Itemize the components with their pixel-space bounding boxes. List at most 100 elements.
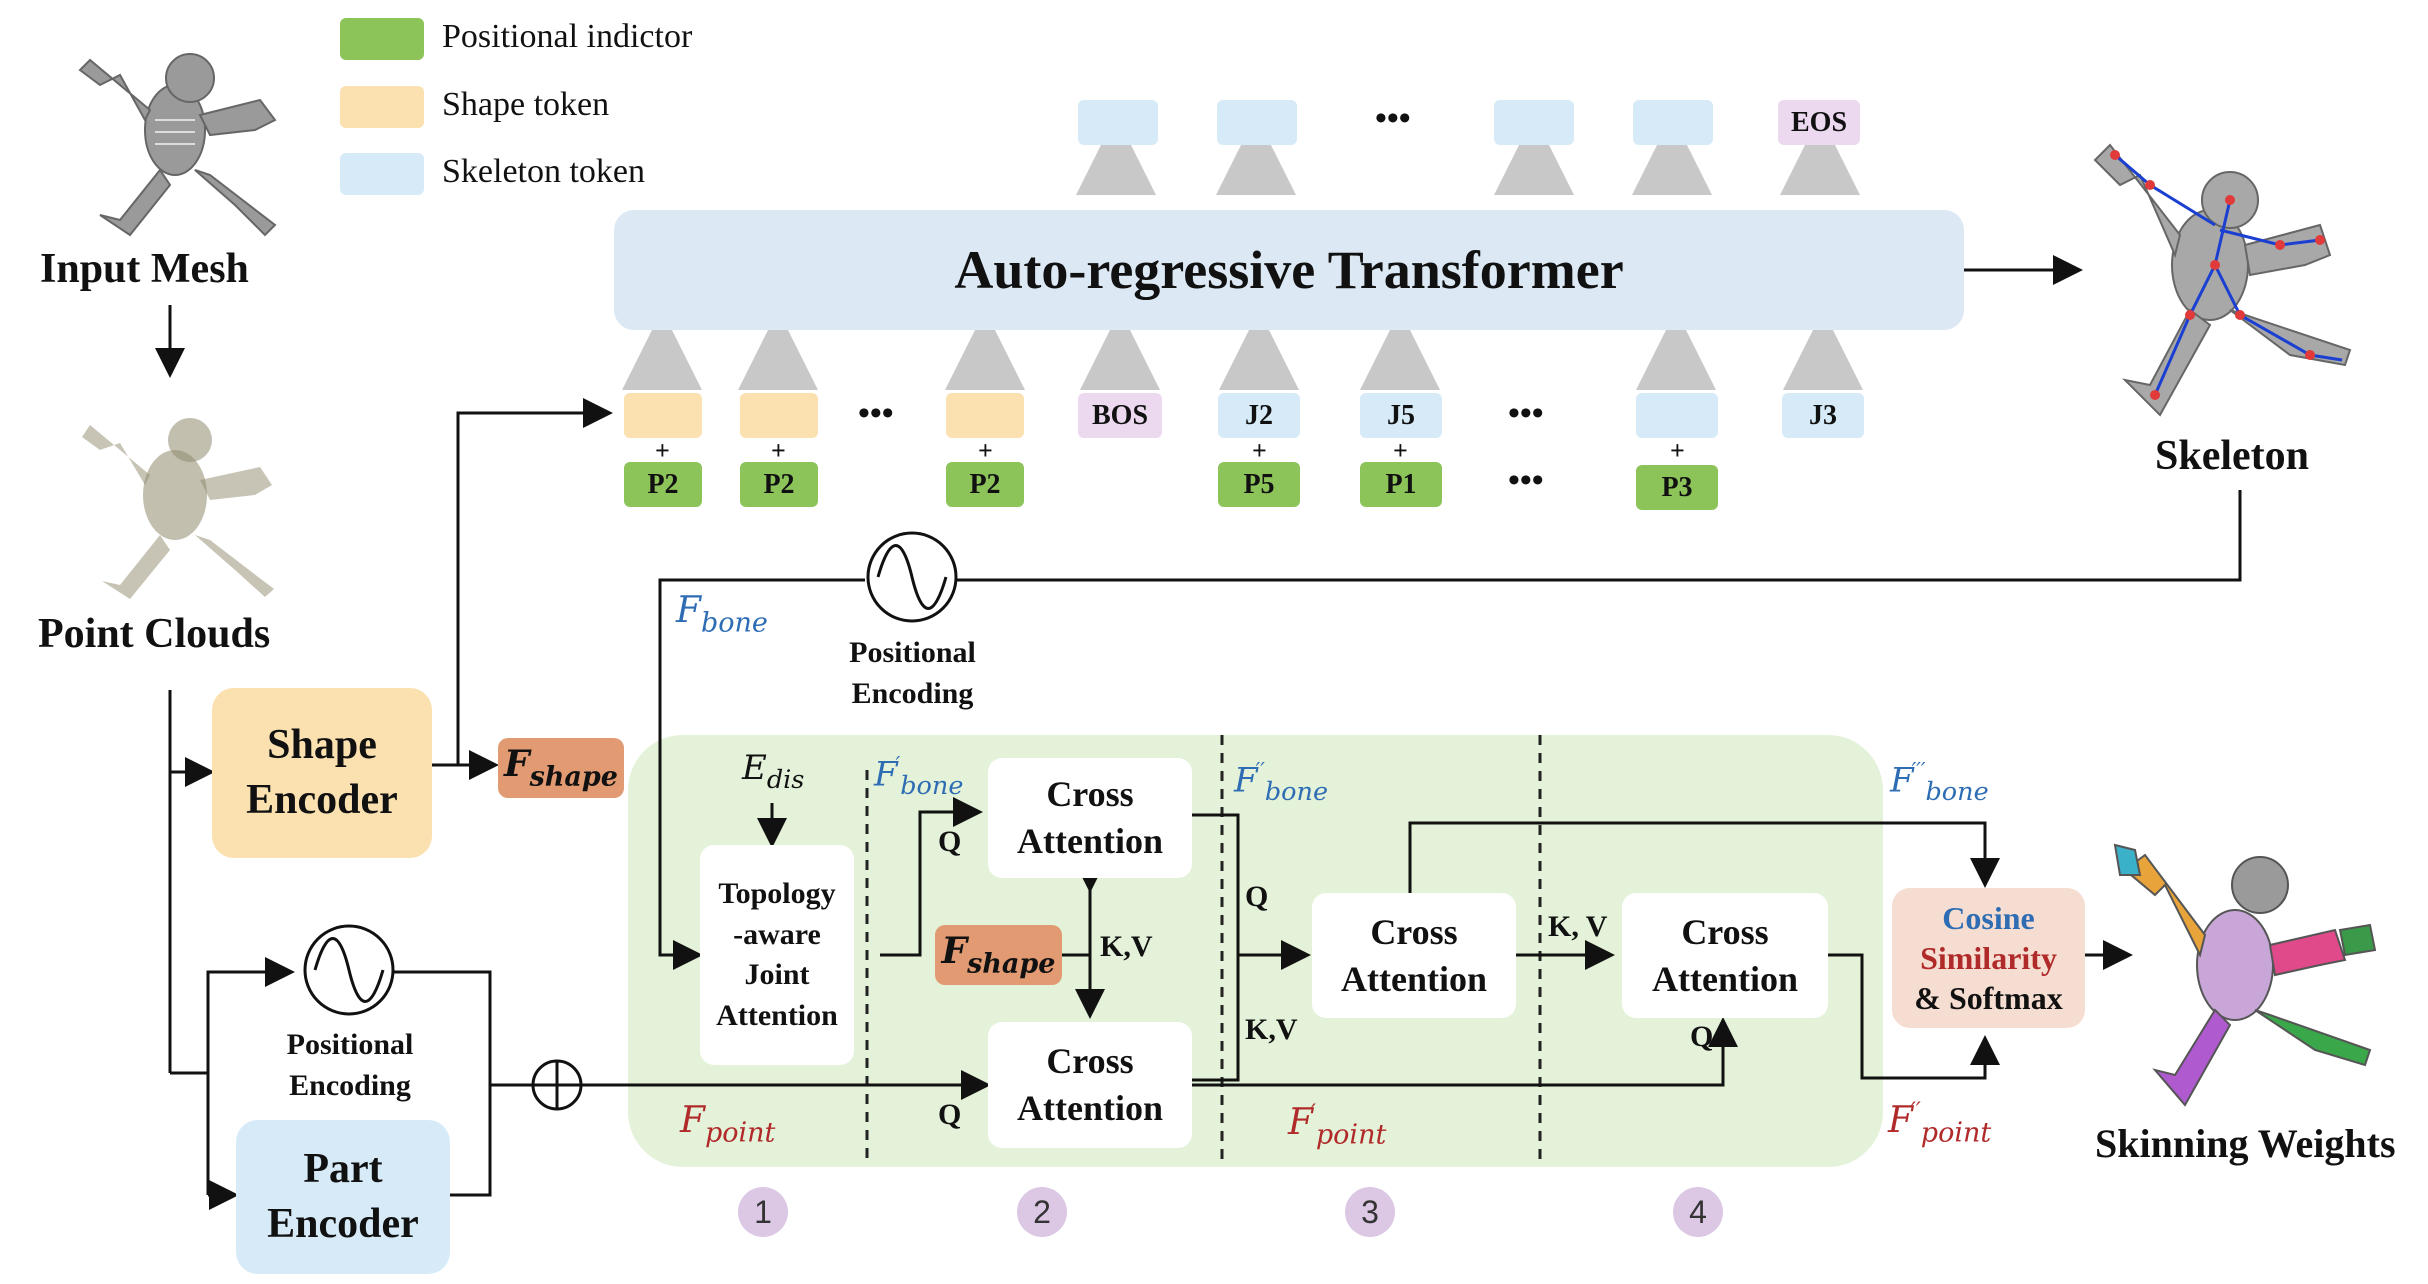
stage-number-4: 4 bbox=[1673, 1187, 1723, 1237]
skeleton-image bbox=[2093, 143, 2352, 417]
cosine-line2: Similarity bbox=[1920, 940, 2057, 976]
input-mesh-label: Input Mesh bbox=[40, 246, 249, 292]
input-ellipsis-1: ••• bbox=[858, 395, 894, 432]
output-ellipsis: ••• bbox=[1375, 100, 1411, 137]
pe-top-line2: Encoding bbox=[851, 676, 974, 710]
q-label-4: Q bbox=[1690, 1020, 1714, 1053]
cosine-line3: & Softmax bbox=[1914, 980, 2063, 1016]
topology-line4: Attention bbox=[716, 998, 838, 1032]
bos-token: BOS bbox=[1078, 393, 1162, 438]
stage-number-1: 1 bbox=[738, 1187, 788, 1237]
legend-label-shape: Shape token bbox=[442, 86, 610, 123]
point-clouds-label: Point Clouds bbox=[38, 611, 271, 657]
skeleton-token-j3: J3 bbox=[1782, 393, 1864, 438]
legend-label-skeleton: Skeleton token bbox=[442, 153, 646, 190]
f-shape-feature-left: Fshape bbox=[498, 738, 624, 798]
plus-1: + bbox=[655, 436, 670, 465]
legend-swatch-positional bbox=[340, 18, 424, 60]
cosine-line1: Cosine bbox=[1942, 900, 2035, 936]
positional-p2-b: P2 bbox=[740, 462, 818, 507]
q-label-3: Q bbox=[1245, 880, 1269, 913]
f-shape-text-left: Fshape bbox=[504, 743, 618, 793]
skinning-weights-image bbox=[2113, 843, 2377, 1107]
cross-attn-4-line1: Cross bbox=[1681, 911, 1769, 952]
legend-swatch-shape bbox=[340, 86, 424, 128]
skeleton-token-blank bbox=[1636, 393, 1718, 438]
legend-label-positional: Positional indictor bbox=[442, 18, 693, 55]
topology-aware-joint-attention-block: Topology -aware Joint Attention bbox=[700, 845, 854, 1065]
output-token-3 bbox=[1494, 100, 1574, 145]
eos-token: EOS bbox=[1778, 100, 1860, 145]
cross-attn-3-line2: Attention bbox=[1341, 958, 1487, 999]
point-cloud-image bbox=[82, 418, 274, 599]
skeleton-token-j2: J2 bbox=[1218, 393, 1300, 438]
part-encoder-line2: Encoder bbox=[267, 1201, 419, 1247]
kv-label-4: K, V bbox=[1548, 910, 1608, 943]
skeleton-token-j5: J5 bbox=[1360, 393, 1442, 438]
plus-4: + bbox=[1252, 436, 1267, 465]
topology-line1: Topology bbox=[718, 877, 836, 910]
f-point-double-prime-label: F′′point bbox=[1888, 1098, 1992, 1149]
cross-attention-block-1: Cross Attention bbox=[988, 758, 1192, 878]
input-mesh-image bbox=[78, 53, 277, 237]
f-point-label: Fpoint bbox=[680, 1100, 776, 1149]
positional-p3: P3 bbox=[1636, 465, 1718, 510]
plus-5: + bbox=[1393, 436, 1408, 465]
pe-bottom-line2: Encoding bbox=[289, 1068, 411, 1102]
shape-token-3 bbox=[946, 393, 1024, 438]
attention-panel bbox=[628, 735, 1883, 1167]
output-token-1 bbox=[1078, 100, 1158, 145]
part-encoder-line1: Part bbox=[303, 1146, 383, 1193]
pe-top-line1: Positional bbox=[849, 636, 976, 669]
topology-line3: Joint bbox=[744, 958, 810, 991]
cross-attn-1-line1: Cross bbox=[1046, 774, 1134, 815]
stage-number-2: 2 bbox=[1017, 1187, 1067, 1237]
kv-label-3: K,V bbox=[1245, 1013, 1298, 1046]
legend-swatch-skeleton bbox=[340, 153, 424, 195]
cross-attn-3-line1: Cross bbox=[1370, 911, 1458, 952]
shape-token-1 bbox=[624, 393, 702, 438]
plus-3: + bbox=[978, 436, 993, 465]
topology-line2: -aware bbox=[733, 917, 821, 951]
shape-encoder-line2: Encoder bbox=[246, 777, 398, 823]
part-encoder-block: Part Encoder bbox=[236, 1120, 450, 1274]
f-point-prime-label: F′point bbox=[1288, 1100, 1387, 1151]
stage-number-3: 3 bbox=[1345, 1187, 1395, 1237]
output-token-2 bbox=[1217, 100, 1297, 145]
f-bone-label: Fbone bbox=[676, 590, 768, 639]
e-dis-label: Edis bbox=[742, 748, 805, 795]
positional-encoding-label-top: Positional Encoding bbox=[840, 633, 985, 714]
q-label-2: Q bbox=[938, 1098, 962, 1131]
positional-p5: P5 bbox=[1218, 462, 1300, 507]
autoregressive-transformer-block: Auto-regressive Transformer bbox=[614, 210, 1964, 330]
cross-attn-1-line2: Attention bbox=[1017, 821, 1163, 861]
f-bone-triple-prime-label: F′′′bone bbox=[1890, 758, 1989, 808]
f-bone-prime-label: F′bone bbox=[874, 752, 964, 802]
cross-attn-2-line1: Cross bbox=[1046, 1041, 1134, 1082]
f-shape-text-inner: Fshape bbox=[941, 930, 1056, 980]
positional-encoding-label-bottom: Positional Encoding bbox=[280, 1025, 420, 1106]
cross-attn-4-line2: Attention bbox=[1652, 958, 1798, 999]
positional-p2-a: P2 bbox=[624, 462, 702, 507]
shape-encoder-line1: Shape bbox=[267, 722, 377, 769]
shape-encoder-block: Shape Encoder bbox=[212, 688, 432, 858]
output-token-4 bbox=[1633, 100, 1713, 145]
skeleton-label: Skeleton bbox=[2155, 433, 2310, 479]
shape-token-2 bbox=[740, 393, 818, 438]
cross-attention-block-4: Cross Attention bbox=[1622, 893, 1828, 1018]
plus-2: + bbox=[771, 436, 786, 465]
skinning-weights-label: Skinning Weights bbox=[2095, 1121, 2396, 1166]
cross-attention-block-2: Cross Attention bbox=[988, 1022, 1192, 1148]
positional-p1: P1 bbox=[1360, 462, 1442, 507]
input-ellipsis-2: ••• bbox=[1508, 395, 1544, 432]
f-bone-double-prime-label: F′′bone bbox=[1234, 758, 1329, 808]
f-shape-feature-inner: Fshape bbox=[935, 925, 1062, 985]
cross-attention-block-3: Cross Attention bbox=[1312, 893, 1516, 1018]
pe-bottom-line1: Positional bbox=[286, 1028, 414, 1061]
cross-attn-2-line2: Attention bbox=[1017, 1088, 1163, 1128]
positional-p2-c: P2 bbox=[946, 462, 1024, 507]
q-label-1: Q bbox=[938, 825, 962, 858]
kv-label-1: K,V bbox=[1100, 930, 1153, 963]
cosine-similarity-softmax-block: Cosine Similarity & Softmax bbox=[1892, 888, 2085, 1028]
